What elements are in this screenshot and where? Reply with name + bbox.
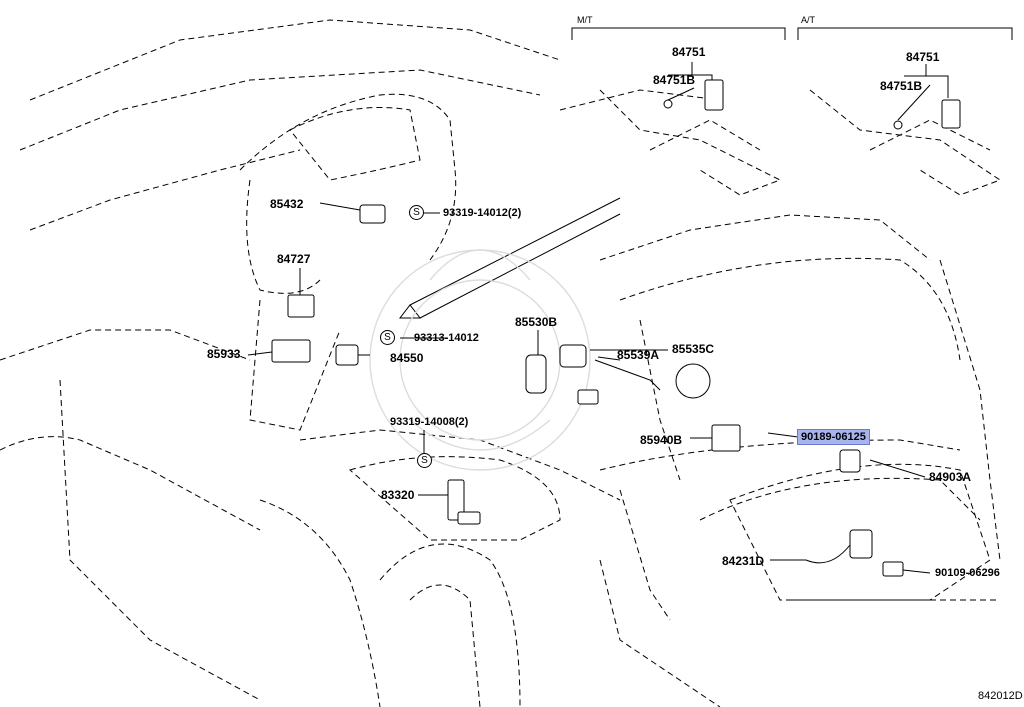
part-label-84751-mt[interactable]: 84751 xyxy=(672,45,706,59)
part-label-84751b-at[interactable]: 84751B xyxy=(880,79,923,93)
s-mark-93319-14012: S xyxy=(409,205,424,220)
direction-arrow xyxy=(398,197,621,319)
part-label-85933[interactable]: 85933 xyxy=(207,347,241,361)
diagram-reference-code: 842012D xyxy=(978,690,1023,702)
header-at: A/T xyxy=(801,15,816,25)
part-label-93313-14012[interactable]: 93313-14012 xyxy=(414,332,479,344)
part-label-90109-06296[interactable]: 90109-06296 xyxy=(935,567,1000,579)
part-label-85432[interactable]: 85432 xyxy=(270,197,304,211)
part-label-93319-14012[interactable]: 93319-14012(2) xyxy=(443,207,522,219)
variant-brackets xyxy=(571,27,1013,40)
part-label-85535c[interactable]: 85535C xyxy=(672,342,715,356)
part-label-84751b-mt[interactable]: 84751B xyxy=(653,73,696,87)
part-label-85940b[interactable]: 85940B xyxy=(640,433,683,447)
part-label-84231d[interactable]: 84231D xyxy=(722,554,765,568)
part-shapes xyxy=(271,79,961,577)
part-label-90189-06125[interactable]: 90189-06125 xyxy=(797,429,870,445)
leader-lines xyxy=(247,62,949,574)
part-label-83320[interactable]: 83320 xyxy=(381,488,415,502)
s-mark-93319-14008: S xyxy=(417,453,432,468)
s-mark-93313-14012: S xyxy=(380,330,395,345)
part-label-84903a[interactable]: 84903A xyxy=(929,470,972,484)
part-label-84751-at[interactable]: 84751 xyxy=(906,50,940,64)
vehicle-outline xyxy=(0,19,1002,707)
part-label-85530b[interactable]: 85530B xyxy=(515,315,558,329)
part-label-84550[interactable]: 84550 xyxy=(390,351,424,365)
header-mt: M/T xyxy=(577,15,593,25)
part-label-93319-14008[interactable]: 93319-14008(2) xyxy=(390,416,469,428)
part-label-84727[interactable]: 84727 xyxy=(277,252,311,266)
part-label-85539a[interactable]: 85539A xyxy=(617,348,660,362)
